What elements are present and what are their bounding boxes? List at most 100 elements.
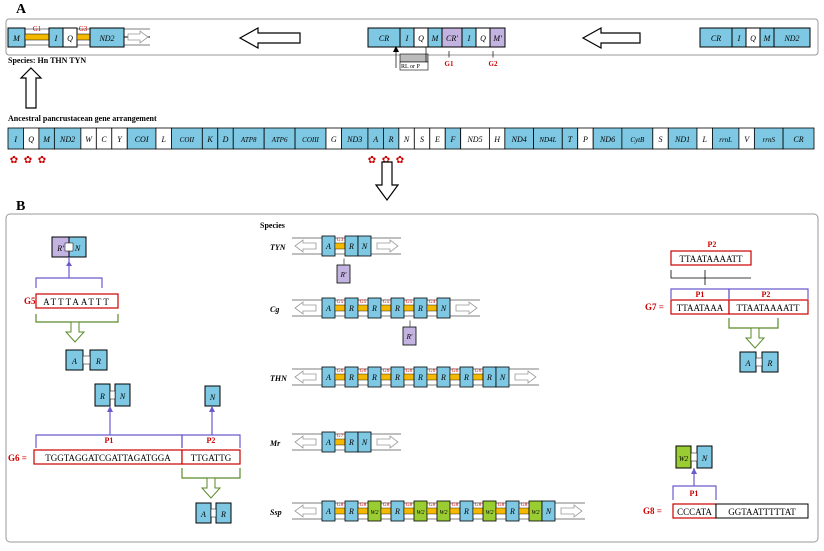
svg-text:CR: CR	[379, 34, 389, 43]
gene-label: W2	[371, 510, 379, 516]
svg-text:R: R	[220, 510, 226, 519]
svg-text:P1: P1	[696, 290, 705, 299]
intergenic-gap	[334, 438, 346, 446]
svg-text:A: A	[71, 357, 77, 366]
arrow-down	[374, 161, 400, 202]
gene-label: R	[371, 304, 377, 313]
gene-label: R	[348, 304, 354, 313]
svg-text:A: A	[200, 510, 206, 519]
gene-label: R	[394, 373, 400, 382]
svg-text:I: I	[405, 34, 409, 43]
gap-label: G5	[337, 299, 344, 305]
svg-text:P1: P1	[105, 436, 114, 445]
gap-label: G8	[383, 502, 390, 508]
ancestral-gene-label: S	[659, 135, 663, 144]
ancestral-gene-label: ATP6	[271, 136, 288, 144]
gene-label: R	[348, 507, 354, 516]
gap-label: G5	[406, 299, 413, 305]
svg-text:M: M	[431, 34, 440, 43]
gene-label: N	[361, 438, 368, 447]
svg-text:TTAATAAAATT: TTAATAAAATT	[736, 303, 800, 313]
intergenic-gap	[334, 242, 346, 250]
intergenic-gap	[357, 304, 369, 312]
svg-text:ND2: ND2	[783, 34, 799, 43]
gap-label: G6	[475, 368, 482, 374]
svg-text:I: I	[54, 34, 58, 43]
svg-text:CCCATA: CCCATA	[677, 507, 712, 517]
svg-text:✿: ✿	[368, 155, 376, 166]
species-label: THN	[270, 374, 288, 383]
gap-label: G8	[475, 502, 482, 508]
svg-text:G1: G1	[445, 60, 454, 68]
species-label: Cg	[270, 305, 279, 314]
svg-text:ND2: ND2	[98, 34, 114, 43]
svg-text:M: M	[12, 34, 21, 43]
gene-label: R	[348, 373, 354, 382]
ancestral-gene-label: ATP8	[240, 136, 257, 144]
top-left-arrangement: M G1 I Q G3 ND2	[7, 25, 150, 48]
ancestral-gene-label: ND1	[674, 135, 690, 144]
ancestral-title: Ancestral pancrustacean gene arrangement	[8, 114, 157, 123]
species-label: Mr	[269, 439, 281, 448]
gene-label: R	[463, 373, 469, 382]
svg-text:G1: G1	[33, 25, 42, 33]
svg-text:Q: Q	[67, 34, 73, 43]
ancestral-gene-label: L	[160, 135, 166, 144]
gene-Rprime	[336, 264, 351, 284]
species-label: TYN	[270, 243, 287, 252]
svg-text:A: A	[745, 359, 751, 368]
arrow-left-1	[238, 26, 301, 50]
intergenic-gap	[449, 373, 461, 381]
svg-text:P2: P2	[207, 436, 216, 445]
gap-label: G8	[429, 502, 436, 508]
intergenic-gap	[403, 304, 415, 312]
svg-text:I: I	[467, 34, 471, 43]
gap-label: G8	[360, 502, 367, 508]
gene-label: R	[348, 242, 354, 251]
gap-label: G8	[337, 502, 344, 508]
ancestral-gene-label: rrnS	[763, 136, 776, 144]
gene-label: W2	[417, 510, 425, 516]
svg-text:✿: ✿	[396, 155, 404, 166]
svg-text:TGGTAGGATCGATTAGATGGA: TGGTAGGATCGATTAGATGGA	[45, 453, 171, 463]
svg-text:M: M	[763, 34, 772, 43]
strand-arrow-icon	[376, 239, 399, 253]
ancestral-gene-label: ND4	[511, 135, 527, 144]
svg-text:Q: Q	[418, 34, 424, 43]
intergenic-gap	[357, 373, 369, 381]
gene-label: A	[325, 438, 331, 447]
svg-text:G3: G3	[79, 25, 88, 33]
intergenic-gap	[518, 507, 530, 515]
gap-label: G8	[521, 502, 528, 508]
ancestral-gene-label: rrnL	[719, 136, 732, 144]
svg-text:TTGATTG: TTGATTG	[191, 453, 232, 463]
svg-text:CR': CR'	[446, 34, 458, 43]
svg-text:ATTTAATTT: ATTTAATTT	[43, 297, 111, 307]
strand-arrow-icon	[560, 504, 583, 518]
svg-text:CR: CR	[711, 34, 721, 43]
svg-text:G2: G2	[489, 60, 498, 68]
svg-text:TTAATAAAATT: TTAATAAAATT	[679, 254, 743, 264]
strand-arrow-icon	[294, 435, 317, 449]
gene-label: R	[417, 373, 423, 382]
svg-text:Q: Q	[750, 34, 756, 43]
ancestral-gene-label: L	[701, 135, 707, 144]
ancestral-gene-label: V	[744, 135, 750, 144]
svg-text:G8 =: G8 =	[643, 506, 662, 516]
gap-label: G6	[383, 368, 390, 374]
ancestral-gene-label: D	[222, 135, 229, 144]
ancestral-gene-label: K	[206, 135, 213, 144]
ancestral-gene-label: E	[434, 135, 440, 144]
asterisks: ✿✿✿ ✿✿✿	[10, 155, 404, 166]
svg-text:P1: P1	[690, 489, 699, 498]
gene-N	[357, 431, 372, 453]
strand-arrow-icon	[294, 301, 317, 315]
svg-text:R: R	[95, 357, 101, 366]
svg-text:Q: Q	[480, 34, 486, 43]
ancestral-gene-label: M	[42, 135, 51, 144]
ancestral-gene-label: H	[493, 135, 501, 144]
ancestral-gene-CR	[782, 127, 815, 150]
species-header: Species	[260, 221, 285, 230]
svg-text:N: N	[209, 393, 216, 402]
ancestral-gene-label: S	[420, 135, 424, 144]
